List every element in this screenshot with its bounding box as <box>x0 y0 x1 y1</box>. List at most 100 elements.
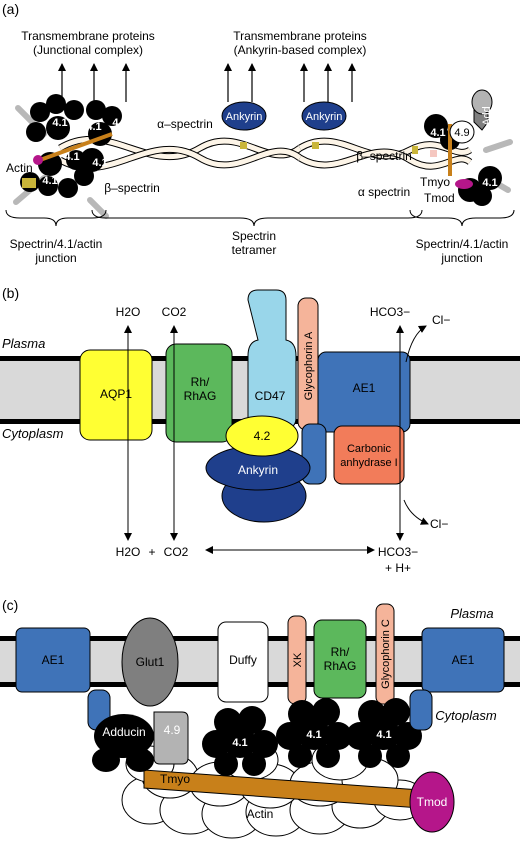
panel-a: (a) Transmembrane proteins (Junctional c… <box>2 1 515 265</box>
ankyrin-1-label: Ankyrin <box>226 111 263 123</box>
p41-e: 4.1 <box>92 157 107 169</box>
p41-b: 4.1 <box>86 121 101 133</box>
tropomodulin <box>409 771 455 833</box>
tm-junctional-label-1: Transmembrane proteins <box>21 29 155 43</box>
rh-rhag-b <box>165 343 233 443</box>
panel-a-tag: (a) <box>2 1 19 17</box>
p41-right-top: 4.1 <box>430 127 445 139</box>
p41-c-3: 4.1 <box>376 729 391 741</box>
alpha-spectrin-top-label: α–spectrin <box>157 117 213 131</box>
cytoplasm-label-b: Cytoplasm <box>2 426 64 441</box>
junction-left-2: junction <box>34 251 76 265</box>
ankyrin-binding-site-2 <box>312 142 319 149</box>
duffy <box>217 621 269 703</box>
tm-junctional-label-2: (Junctional complex) <box>33 43 143 57</box>
left-actin-filament <box>39 132 113 162</box>
aqp1-label: AQP1 <box>100 387 132 401</box>
carbonic-anhydrase <box>333 425 405 485</box>
alpha-spectrin-right-label: α spectrin <box>358 185 410 199</box>
ankyrin-b-label: Ankyrin <box>238 463 278 477</box>
tm-ankyrin-label-2: (Ankyrin-based complex) <box>234 43 367 57</box>
glut1-label: Glut1 <box>136 655 165 669</box>
protein-4-1-cluster-3 <box>346 698 422 768</box>
left-tmod <box>33 155 43 165</box>
co2-bottom: CO2 <box>164 545 189 559</box>
rh-c-2: RhAG <box>324 659 357 673</box>
p49-label-c: 4.9 <box>164 723 181 737</box>
p42-label: 4.2 <box>254 429 271 443</box>
plasma-label-b: Plasma <box>2 336 45 351</box>
ae1-right <box>421 627 505 693</box>
cd47-label: CD47 <box>255 389 286 403</box>
spectrin-pink-marker <box>430 150 437 157</box>
tmod-label: Tmod <box>424 191 455 205</box>
tetramer-1: Spectrin <box>232 229 276 243</box>
cd47 <box>247 289 297 429</box>
protein-4-9-c <box>153 711 189 765</box>
junction-right-1: Spectrin/4.1/actin <box>416 237 509 251</box>
actin-label-c: Actin <box>247 807 274 821</box>
actin-label: Actin <box>6 161 33 175</box>
adducin-label: Adducin <box>102 725 145 739</box>
p49-circle <box>449 120 475 144</box>
panel-b-tag: (b) <box>2 285 19 301</box>
junction-braces <box>5 209 515 227</box>
ae1-left <box>15 627 91 693</box>
p41-a: 4.1 <box>52 117 67 129</box>
glut1 <box>121 617 179 707</box>
p41-c-2: 4.1 <box>306 729 321 741</box>
tm-ankyrin-label-1: Transmembrane proteins <box>233 29 367 43</box>
add-label: Add <box>481 106 493 126</box>
transport-arrows <box>124 325 429 554</box>
plus-sign: + <box>148 545 155 559</box>
panel-c: (c) Plasma Cytoplasm Actin Tmyo Tmod AE1 <box>0 597 520 839</box>
panel-b: (b) Plasma Cytoplasm H2O CO2 HCO3− Cl− A… <box>0 285 520 575</box>
carbonic-2: anhydrase I <box>340 457 397 469</box>
ae1-left-label: AE1 <box>42 653 65 667</box>
hco3-bottom: HCO3− <box>378 545 418 559</box>
carbonic-1: Carbonic <box>347 443 392 455</box>
ae1-right-cytoplasmic <box>409 689 433 731</box>
ankyrin-1 <box>221 101 267 131</box>
rh-rhag-c <box>313 619 367 699</box>
tmyo-label: Tmyo <box>420 175 450 189</box>
spectrin-marker-right <box>412 146 418 154</box>
ae1-b-label: AE1 <box>353 381 376 395</box>
glycophorin-a-label: Glycophorin A <box>303 331 315 400</box>
rh-b-2: RhAG <box>184 389 217 403</box>
co2-top: CO2 <box>162 305 187 319</box>
cl-top: Cl− <box>432 313 450 327</box>
left-yellow-marker <box>22 178 36 188</box>
duffy-label: Duffy <box>229 653 257 667</box>
p41-right-bottom: 4.1 <box>482 177 497 189</box>
panel-c-tag: (c) <box>2 597 18 613</box>
ae1-right-label: AE1 <box>452 653 475 667</box>
ankyrin-2 <box>301 101 347 131</box>
beta-spectrin-left-label: β–spectrin <box>104 181 160 195</box>
glycophorin-c-label: Glycophorin C <box>380 619 392 689</box>
h2o-bottom: H2O <box>116 545 141 559</box>
cytoplasm-label-c: Cytoplasm <box>435 708 497 723</box>
h-plus: + H+ <box>385 561 411 575</box>
p41-f: 4.1 <box>42 175 57 187</box>
p41-c: 4.1 <box>112 117 127 129</box>
h2o-top: H2O <box>116 305 141 319</box>
tmyo-label-c: Tmyo <box>160 772 190 786</box>
left-junction: 4.1 4.1 4.1 4.1 4.1 4.1 Actin <box>6 94 128 219</box>
protein-4-1-cluster-2 <box>276 698 352 768</box>
p41-d: 4.1 <box>64 151 79 163</box>
tmod-label-c: Tmod <box>417 795 448 809</box>
cl-bottom: Cl− <box>430 517 448 531</box>
rh-c-1: Rh/ <box>331 645 350 659</box>
beta-spectrin-right-label: β–spectrin <box>356 149 412 163</box>
aqp1-channel <box>79 349 153 441</box>
junction-left-1: Spectrin/4.1/actin <box>10 237 103 251</box>
right-junction: Add 4.1 4.9 4.1 Tmyo Tmod <box>420 89 513 206</box>
junction-right-2: junction <box>440 251 482 265</box>
p49-label: 4.9 <box>454 127 469 139</box>
tetramer-2: tetramer <box>232 243 277 257</box>
xk-label: XK <box>292 652 304 667</box>
right-tmod <box>455 179 473 189</box>
protein-4-2 <box>225 415 299 457</box>
